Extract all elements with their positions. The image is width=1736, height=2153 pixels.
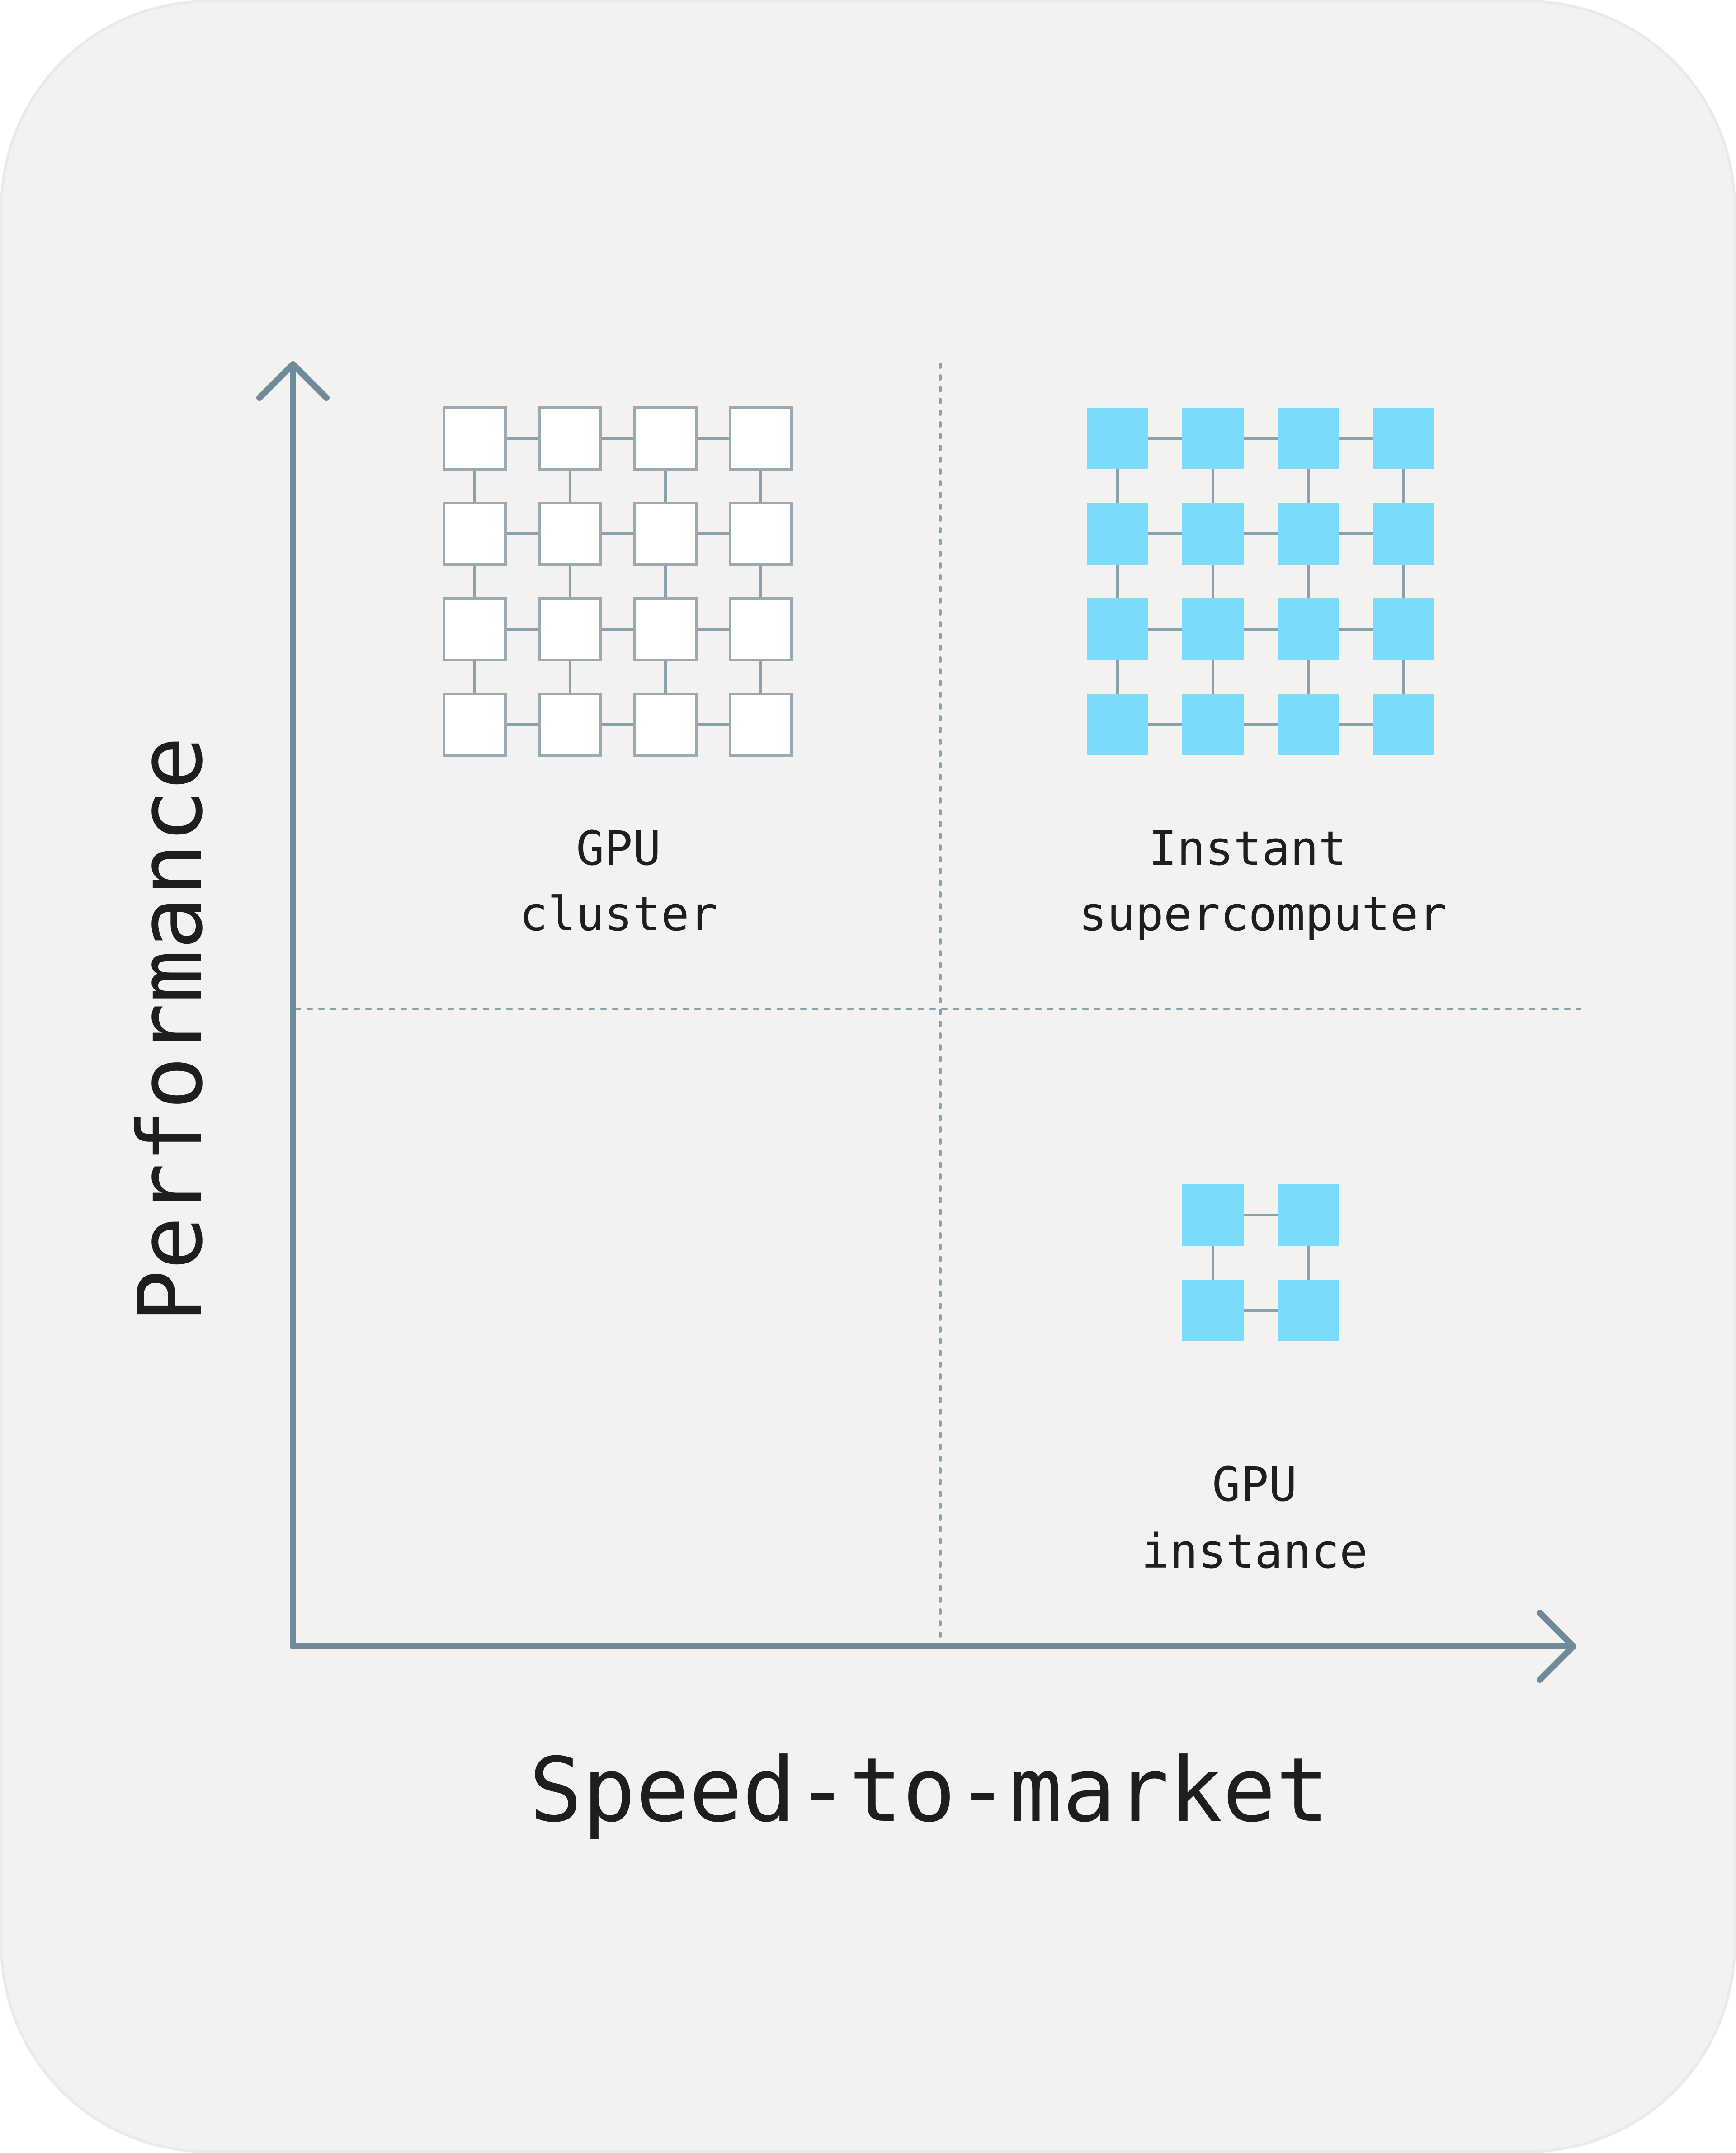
gpu-node	[1278, 1280, 1339, 1341]
arrow-up-icon	[256, 361, 330, 401]
gpu-cluster-grid	[443, 406, 793, 757]
gpu-node	[1278, 694, 1339, 755]
gpu-node	[538, 597, 602, 661]
gpu-node	[1182, 408, 1244, 469]
gpu-node	[1278, 598, 1339, 660]
instant-supercomputer-label-line1: Instant	[1149, 821, 1347, 876]
gpu-node	[1087, 503, 1148, 565]
gpu-node	[443, 502, 507, 566]
instant-supercomputer-label-line2: supercomputer	[1079, 886, 1447, 942]
gpu-node	[1373, 694, 1434, 755]
gpu-node	[1087, 598, 1148, 660]
gpu-node	[1278, 408, 1339, 469]
gpu-node	[729, 406, 793, 471]
gpu-node	[633, 597, 698, 661]
gpu-node	[443, 406, 507, 471]
gpu-node	[1087, 408, 1148, 469]
gpu-cluster-label-line2: cluster	[519, 886, 717, 942]
gpu-node	[633, 693, 698, 757]
gpu-node	[538, 406, 602, 471]
gpu-node	[633, 502, 698, 566]
instant-supercomputer-grid	[1087, 408, 1434, 755]
gpu-node	[1182, 503, 1244, 565]
gpu-node	[1182, 1280, 1244, 1341]
y-axis	[256, 361, 330, 1649]
gpu-instance-grid	[1182, 1184, 1339, 1341]
gpu-node	[633, 406, 698, 471]
arrow-right-icon	[1537, 1610, 1576, 1683]
gpu-cluster-label-line1: GPU	[576, 821, 661, 876]
gpu-node	[729, 597, 793, 661]
gpu-node	[1182, 694, 1244, 755]
y-axis-label: Performance	[119, 736, 222, 1323]
gpu-node	[1182, 598, 1244, 660]
gpu-node	[1373, 408, 1434, 469]
gpu-instance-label-line1: GPU	[1212, 1457, 1297, 1512]
gpu-node	[443, 693, 507, 757]
gpu-node	[1373, 598, 1434, 660]
gpu-node	[729, 502, 793, 566]
gpu-node	[729, 693, 793, 757]
gpu-node	[1182, 1184, 1244, 1246]
gpu-node	[1087, 694, 1148, 755]
gpu-node	[1278, 503, 1339, 565]
gpu-node	[1278, 1184, 1339, 1246]
gpu-instance-label-line2: instance	[1142, 1524, 1368, 1579]
gpu-node	[1373, 503, 1434, 565]
gpu-node	[538, 693, 602, 757]
gpu-node	[443, 597, 507, 661]
x-axis-label: Speed-to-market	[529, 1739, 1329, 1842]
x-axis	[290, 1610, 1576, 1683]
gpu-node	[538, 502, 602, 566]
